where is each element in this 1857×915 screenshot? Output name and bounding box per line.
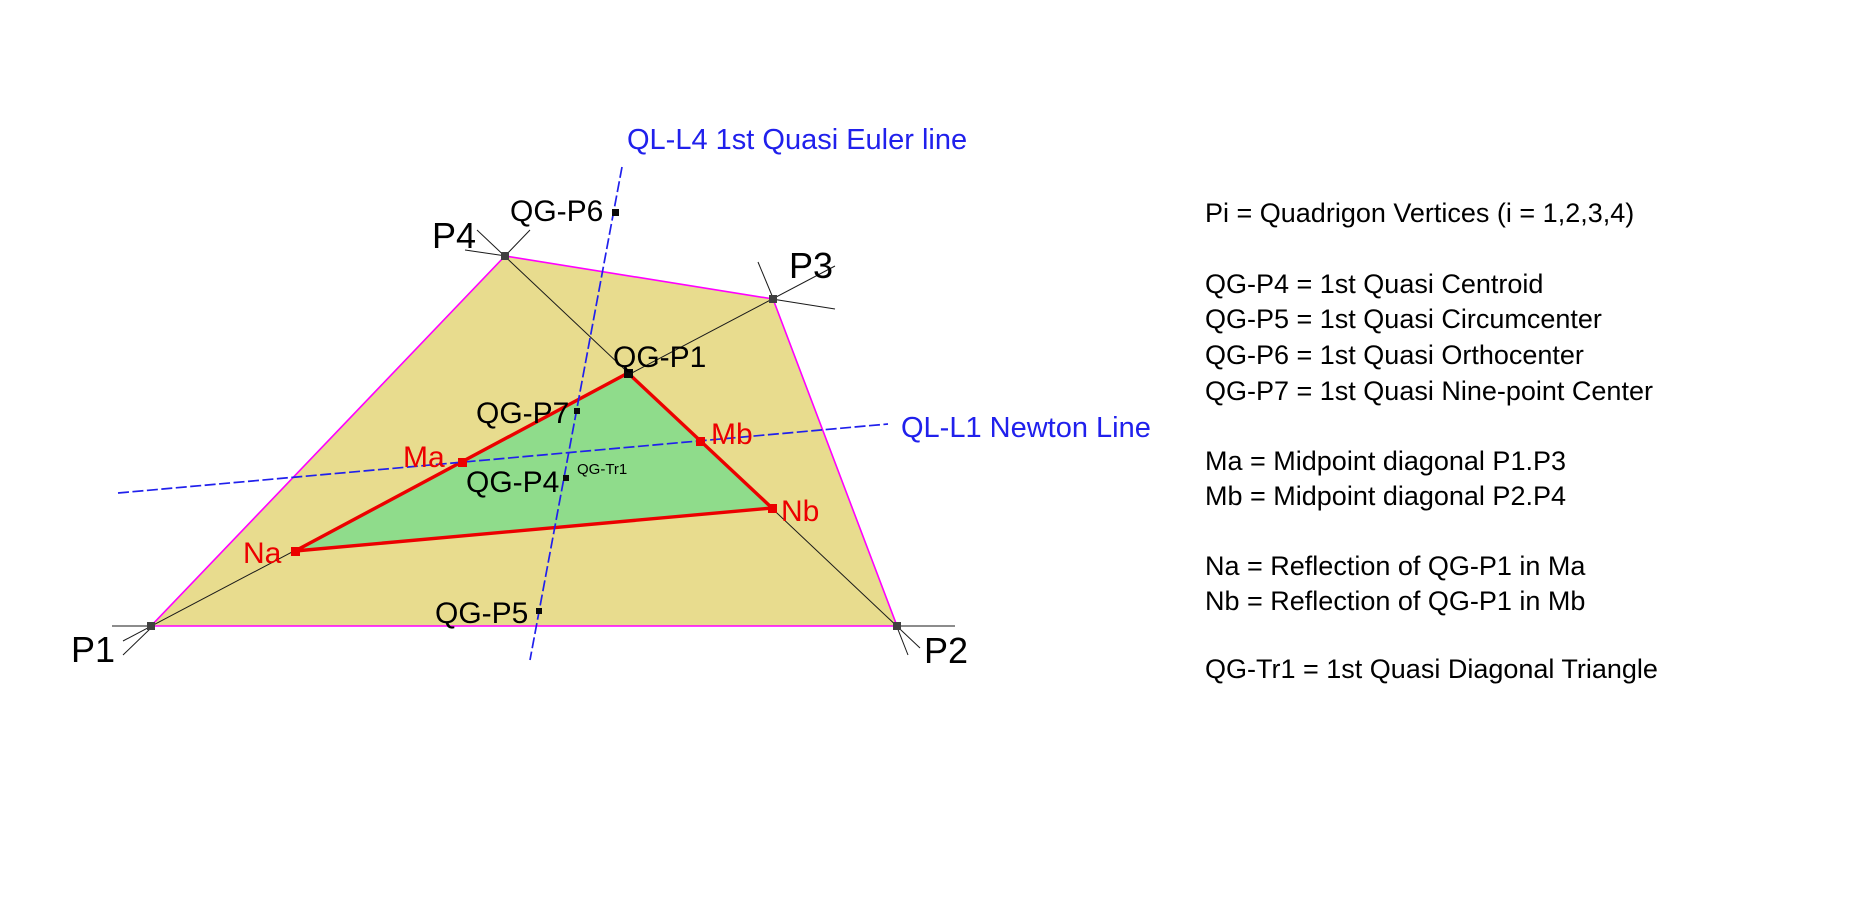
qg-p4-marker	[563, 475, 569, 481]
newton-line	[117, 423, 889, 494]
legend-line: Nb = Reflection of QG-P1 in Mb	[1205, 586, 1585, 616]
newton-line-label: QL-L1 Newton Line	[901, 412, 1151, 444]
side-p2-p3-extension-above-p3	[757, 261, 774, 299]
quasi-euler-line-label: QL-L4 1st Quasi Euler line	[627, 124, 967, 156]
side-p3-p4-extension-right-of-p3	[771, 298, 836, 310]
qg-p5-label: QG-P5	[435, 597, 528, 630]
legend-block: Pi = Quadrigon Vertices (i = 1,2,3,4) QG…	[1205, 198, 1658, 684]
na-marker	[291, 547, 300, 556]
legend-line: Mb = Midpoint diagonal P2.P4	[1205, 481, 1566, 511]
legend-line: QG-P5 = 1st Quasi Circumcenter	[1205, 304, 1602, 334]
p1-label: P1	[71, 629, 115, 670]
p4-label: P4	[432, 215, 476, 256]
mb-label: Mb	[711, 418, 753, 451]
p1-marker	[147, 622, 155, 630]
side-p3-p4-extension-left-of-p4	[464, 249, 507, 257]
legend-line: QG-P7 = 1st Quasi Nine-point Center	[1205, 376, 1653, 406]
na-label: Na	[243, 537, 282, 570]
legend-line: QG-P4 = 1st Quasi Centroid	[1205, 269, 1543, 299]
qg-tr1-label: QG-Tr1	[577, 461, 627, 478]
p4-marker	[501, 252, 509, 260]
p2-label: P2	[924, 630, 968, 671]
nb-marker	[768, 504, 777, 513]
qg-p6-label: QG-P6	[510, 195, 603, 228]
ma-label: Ma	[403, 441, 445, 474]
legend-line: Na = Reflection of QG-P1 in Ma	[1205, 551, 1586, 581]
p3-label: P3	[789, 245, 833, 286]
side-p1-p4-extension-below-p1	[122, 626, 153, 656]
legend-line: QG-Tr1 = 1st Quasi Diagonal Triangle	[1205, 654, 1658, 684]
side-p2-p3-extension-below-p2	[896, 626, 909, 656]
qg-p5-marker	[536, 608, 542, 614]
p3-marker	[769, 295, 777, 303]
legend-line: Pi = Quadrigon Vertices (i = 1,2,3,4)	[1205, 198, 1634, 228]
ma-marker	[458, 458, 467, 467]
p2-marker	[893, 622, 901, 630]
qg-p1-marker	[624, 369, 633, 378]
legend-line: Ma = Midpoint diagonal P1.P3	[1205, 446, 1566, 476]
legend-line: QG-P6 = 1st Quasi Orthocenter	[1205, 340, 1584, 370]
qg-p6-marker	[612, 209, 619, 216]
qg-p4-label: QG-P4	[466, 466, 559, 499]
qg-p1-label: QG-P1	[613, 341, 706, 374]
nb-label: Nb	[781, 495, 819, 528]
mb-marker	[696, 437, 705, 446]
qg-p7-label: QG-P7	[476, 397, 569, 430]
qg-p7-marker	[574, 408, 580, 414]
